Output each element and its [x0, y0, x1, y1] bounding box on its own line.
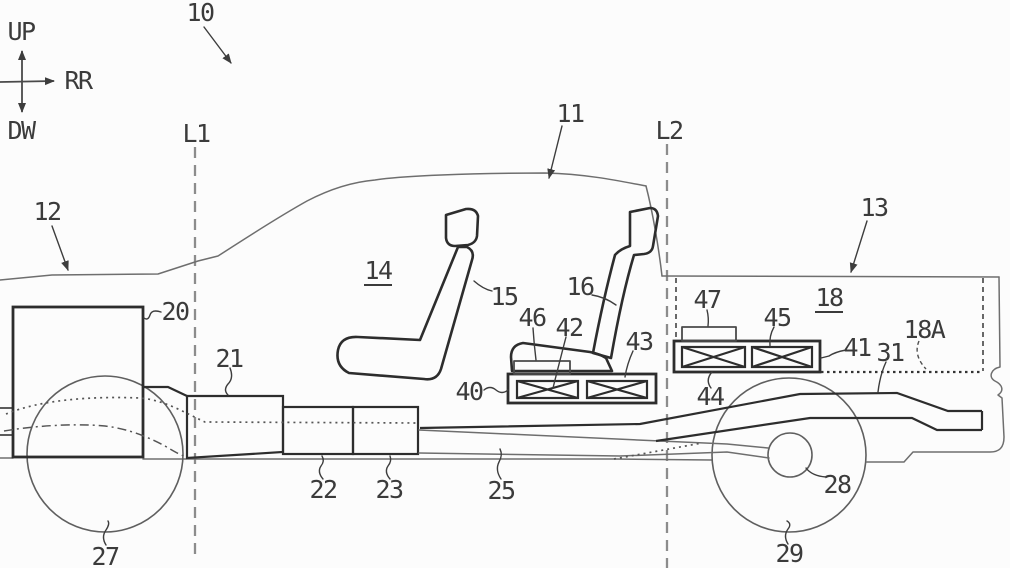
- label-31: 31: [876, 338, 904, 367]
- label-l1: L1: [182, 119, 210, 148]
- leader-18a: [916, 340, 927, 370]
- label-42: 42: [555, 313, 582, 342]
- front-axle-hidden-line: [5, 396, 420, 424]
- battery-case-41: [672, 339, 822, 374]
- junction-box-47: [681, 326, 737, 342]
- leader-15: [473, 280, 493, 292]
- leader-20: [143, 310, 162, 320]
- section-line-l1: L1: [182, 119, 211, 560]
- leader-28: [805, 467, 827, 478]
- leader-25: [496, 448, 502, 480]
- label-28: 28: [823, 470, 851, 499]
- rear-differential: [767, 432, 813, 478]
- battery-module-45: [750, 345, 814, 369]
- label-29: 29: [775, 539, 803, 568]
- leader-29: [784, 520, 791, 545]
- label-44: 44: [696, 382, 724, 411]
- rear-wheel: [711, 377, 867, 533]
- label-43: 43: [625, 327, 653, 356]
- rear-cab-wall: [645, 185, 663, 277]
- rear-seat: [509, 206, 660, 373]
- bed-boundary-dashed: [675, 278, 984, 374]
- leader-40: [483, 386, 509, 394]
- axis-rear-arrow: [0, 77, 55, 86]
- bed-battery-pack: [672, 326, 822, 374]
- label-40: 40: [455, 377, 483, 406]
- label-20: 20: [161, 297, 189, 326]
- rear-seat-cushion: [509, 341, 614, 373]
- leader-45: [769, 326, 775, 347]
- leader-42: [552, 336, 567, 389]
- leader-43: [624, 350, 634, 378]
- leader-22: [318, 455, 324, 480]
- leader-23: [385, 455, 392, 480]
- leader-lines: [51, 26, 927, 546]
- reference-labels: 10 11 12 13 14 15 16 18 18A 20 21 22 23 …: [33, 0, 947, 568]
- junction-box-46: [513, 360, 571, 375]
- battery-module-44: [680, 345, 747, 369]
- label-l2: L2: [655, 116, 682, 145]
- label-27: 27: [91, 542, 119, 568]
- leader-47: [706, 309, 710, 327]
- label-14: 14: [364, 256, 392, 285]
- gearbox-23: [351, 405, 420, 456]
- label-41: 41: [843, 333, 871, 362]
- leader-31: [877, 361, 887, 393]
- axis-label-rr: RR: [64, 66, 94, 95]
- label-25: 25: [487, 476, 515, 505]
- battery-case-40: [506, 372, 658, 405]
- front-seat: [336, 207, 480, 381]
- label-11: 11: [556, 99, 584, 128]
- front-seat-body: [336, 245, 475, 381]
- rear-axle-hidden-line: [613, 442, 703, 460]
- rear-seat-backrest: [591, 206, 660, 360]
- tailgate-and-rear-bumper: [866, 276, 1005, 463]
- front-motor-box: [11, 305, 145, 459]
- leader-10: [203, 26, 232, 64]
- label-16: 16: [566, 272, 594, 301]
- label-12: 12: [33, 197, 60, 226]
- leader-27: [102, 520, 110, 546]
- frame-rail: [419, 391, 984, 443]
- cab-floor-sill: [142, 458, 713, 461]
- transmission-box-21: [185, 394, 285, 460]
- axis-label-dw: DW: [7, 116, 37, 145]
- frame-top-edge: [419, 391, 982, 430]
- gearbox-22: [281, 405, 355, 456]
- label-47: 47: [693, 285, 721, 314]
- propeller-shaft: [418, 429, 770, 459]
- front-wheel: [26, 375, 184, 533]
- leader-21: [224, 367, 233, 396]
- front-seat-headrest: [444, 207, 480, 248]
- leader-41: [820, 349, 847, 359]
- label-15: 15: [490, 282, 518, 311]
- battery-module-43: [585, 379, 649, 400]
- motor-step-line: [143, 385, 188, 397]
- label-23: 23: [375, 475, 403, 504]
- leader-11: [547, 125, 563, 179]
- label-18: 18: [815, 283, 843, 312]
- section-line-l2: L2: [655, 116, 684, 568]
- label-22: 22: [309, 475, 336, 504]
- orientation-axis: UP RR DW: [0, 17, 95, 145]
- hood-roof-line: [0, 172, 647, 281]
- axis-label-up: UP: [7, 17, 35, 46]
- label-45: 45: [763, 303, 791, 332]
- underseat-battery-pack: [506, 360, 658, 405]
- leader-46: [532, 327, 537, 361]
- leader-12: [51, 225, 69, 271]
- label-18a: 18A: [904, 315, 946, 344]
- leader-13: [849, 220, 868, 273]
- label-10: 10: [186, 0, 214, 27]
- label-21: 21: [215, 344, 243, 373]
- label-13: 13: [860, 193, 888, 222]
- leader-16: [591, 294, 617, 306]
- front-driveshaft-hidden-line: [3, 424, 188, 458]
- label-46: 46: [518, 303, 546, 332]
- frame-bottom-edge: [655, 416, 982, 443]
- battery-module-42: [515, 379, 580, 400]
- leader-44: [707, 371, 713, 389]
- bed-rail-top: [661, 275, 1000, 278]
